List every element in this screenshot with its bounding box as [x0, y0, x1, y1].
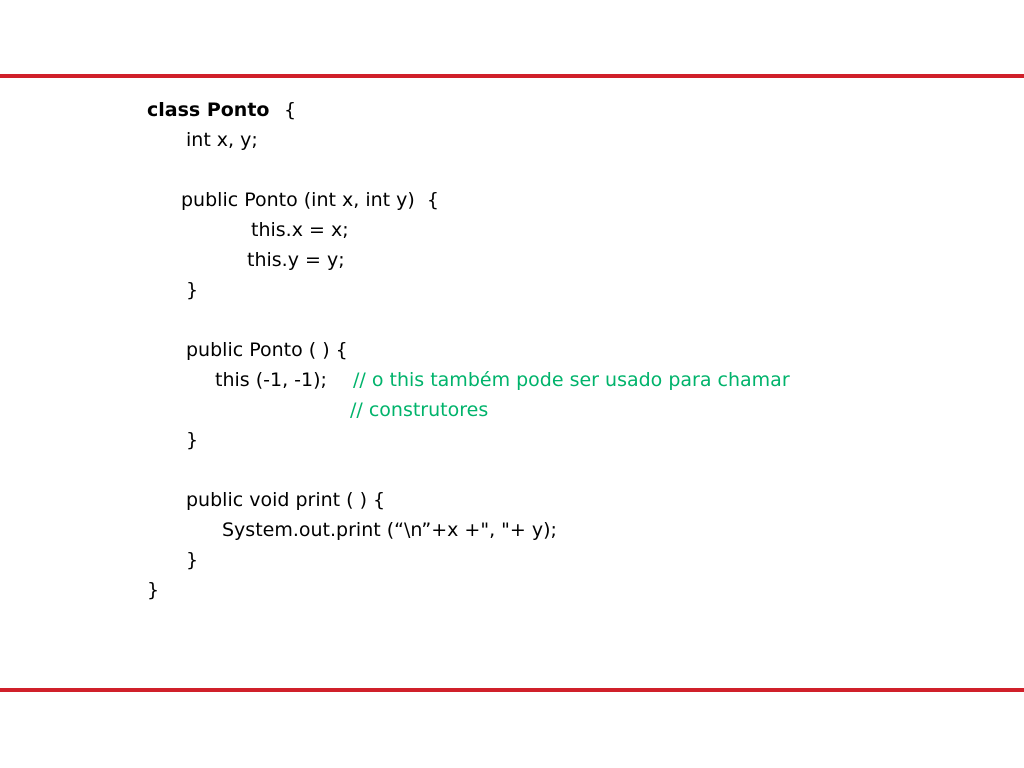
- print-method-close-brace: }: [186, 549, 199, 571]
- class-open-brace: {: [284, 99, 297, 121]
- top-red-rule: [0, 74, 1024, 78]
- constructor-1-close-brace: }: [186, 279, 199, 301]
- bottom-red-rule: [0, 688, 1024, 692]
- comment-line-2: // construtores: [350, 399, 489, 421]
- constructor-1-assign-x: this.x = x;: [251, 219, 349, 241]
- print-method-body: System.out.print (“\n”+x +", "+ y);: [222, 519, 557, 541]
- class-declaration: class Ponto: [147, 99, 270, 121]
- constructor-2-this-call: this (-1, -1);: [215, 369, 327, 391]
- constructor-1-assign-y: this.y = y;: [247, 249, 345, 271]
- class-close-brace: }: [147, 579, 160, 601]
- constructor-1-signature: public Ponto (int x, int y) {: [181, 189, 439, 211]
- print-method-signature: public void print ( ) {: [186, 489, 386, 511]
- constructor-2-close-brace: }: [186, 429, 199, 451]
- comment-line-1: // o this também pode ser usado para cha…: [353, 369, 790, 391]
- field-declaration: int x, y;: [186, 129, 258, 151]
- constructor-2-signature: public Ponto ( ) {: [186, 339, 348, 361]
